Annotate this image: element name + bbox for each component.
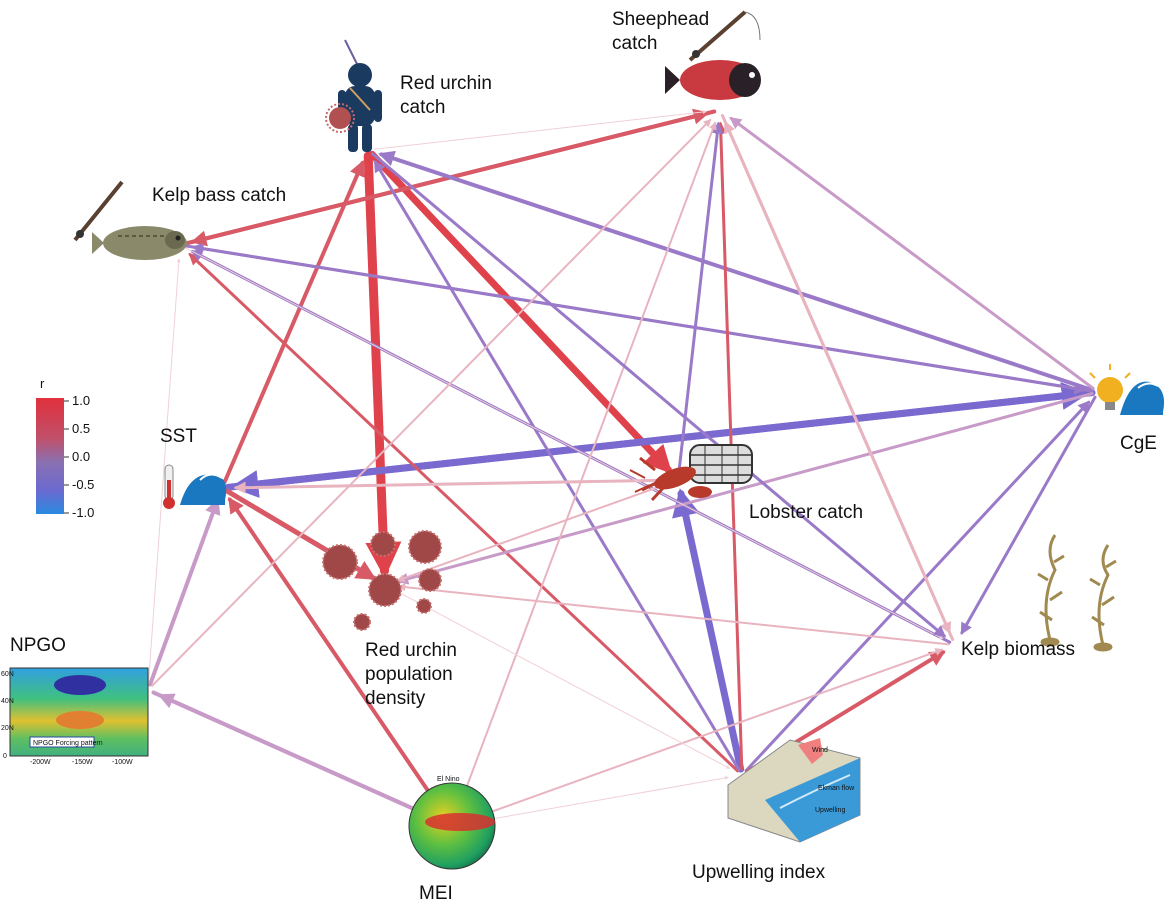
npgo-map-icon: NPGO Forcing pattern 60N 40N 20N 0 -200W…	[1, 667, 149, 766]
edge-sheephead-to-kelp-biomass	[720, 114, 952, 635]
npgo-lat-tick: 60N	[1, 671, 14, 678]
wind-label: Wind	[812, 747, 828, 754]
edge-upwelling-to-cge	[744, 400, 1091, 773]
edge-mei-to-sheephead	[453, 121, 717, 822]
lightbulb-wave-icon	[1089, 364, 1165, 415]
edge-upwelling-to-lobster	[672, 488, 745, 773]
npgo-lon-tick: -150W	[72, 759, 93, 766]
colorbar-title: r	[40, 376, 45, 391]
ekman-label: Ekman flow	[818, 785, 855, 792]
urchin-cluster-icon	[322, 530, 442, 631]
edge-mei-to-kelp-biomass	[456, 648, 944, 825]
node-label-cge: CgE	[1120, 433, 1157, 454]
edge-sst-to-cge	[224, 382, 1090, 491]
edge-red-urchin-catch-to-sheephead	[373, 109, 707, 150]
colorbar-tick: 0.5	[72, 421, 90, 436]
npgo-lon-tick: -200W	[30, 759, 51, 766]
node-label-kelp-bass: Kelp bass catch	[152, 185, 286, 206]
node-label-npgo: NPGO	[10, 635, 66, 656]
edge-npgo-to-kelp-bass	[147, 258, 181, 685]
npgo-inset-label: NPGO Forcing pattern	[33, 740, 103, 747]
edge-upwelling-to-kelp-bass	[188, 252, 740, 773]
lobster-trap-icon	[689, 444, 753, 484]
edge-cge-to-kelp-biomass	[960, 395, 1097, 635]
node-label-sheephead: Sheephead catch	[612, 9, 715, 54]
edge-kelp-bass-to-kelp-biomass	[184, 247, 944, 640]
edge-red-urchin-catch-to-kelp-biomass	[371, 152, 947, 638]
edge-cge-to-sheephead	[729, 116, 1095, 390]
mei-globe-label: El Nino	[437, 776, 460, 783]
kelp-bass-fish-icon	[92, 226, 187, 260]
thermometer-wave-icon	[163, 464, 227, 509]
colorbar-tick: -1.0	[72, 505, 94, 520]
edge-cge-to-urchin-density	[396, 392, 1094, 585]
edge-layer	[147, 108, 1097, 826]
edge-mei-to-sst	[227, 496, 451, 823]
kelp-icon	[1037, 534, 1117, 652]
fishing-rod-icon	[73, 180, 124, 242]
lobster-icon	[629, 456, 712, 502]
small-urchin-icon	[325, 103, 355, 133]
edge-lobster-to-urchin-density	[396, 481, 674, 582]
node-label-urchin-density: Red urchin population density	[365, 640, 462, 709]
node-label-lobster: Lobster catch	[749, 502, 863, 523]
edge-kelp-bass-to-sheephead	[183, 108, 710, 246]
globe-icon: El Nino	[408, 776, 496, 870]
edge-lobster-to-sst	[233, 478, 674, 494]
edge-upwelling-to-red-urchin-catch	[373, 159, 741, 772]
upwelling-flow-label: Upwelling	[815, 807, 845, 814]
edge-kelp-bass-to-cge	[184, 244, 1087, 395]
colorbar-tick: 0.0	[72, 449, 90, 464]
node-label-mei: MEI	[419, 883, 453, 903]
colorbar-tick: 1.0	[72, 393, 90, 408]
edge-npgo-to-sst	[148, 498, 221, 687]
node-label-sst: SST	[160, 426, 197, 447]
edge-urchin-density-to-upwelling	[389, 587, 731, 769]
diver-icon	[338, 39, 382, 152]
edge-red-urchin-catch-to-urchin-density	[363, 151, 402, 579]
sheephead-fish-icon	[665, 60, 761, 100]
colorbar-gradient	[36, 398, 64, 514]
upwelling-diagram-icon: Wind Ekman flow Upwelling	[727, 738, 861, 843]
edge-mei-to-upwelling	[457, 775, 729, 826]
colorbar-tick: -0.5	[72, 477, 94, 492]
node-label-kelp-biomass: Kelp biomass	[961, 639, 1075, 660]
node-label-red-urchin-catch: Red urchin catch	[400, 73, 497, 118]
edge-cge-to-red-urchin-catch	[378, 150, 1095, 393]
npgo-lon-tick: -100W	[112, 759, 133, 766]
edge-npgo-to-sheephead	[151, 118, 712, 687]
fishing-rod-icon	[688, 10, 761, 62]
npgo-lat-tick: 0	[3, 753, 7, 760]
npgo-lat-tick: 40N	[1, 698, 14, 705]
edge-mei-to-npgo	[157, 693, 449, 826]
node-label-upwelling: Upwelling index	[692, 862, 826, 883]
npgo-lat-tick: 20N	[1, 725, 14, 732]
edge-sst-to-red-urchin-catch	[222, 159, 365, 485]
colorbar-legend: r 1.0 0.5 0.0 -0.5 -1.0	[36, 376, 94, 520]
edge-lobster-to-sheephead	[677, 121, 724, 476]
edge-kelp-biomass-to-urchin-density	[397, 583, 950, 646]
